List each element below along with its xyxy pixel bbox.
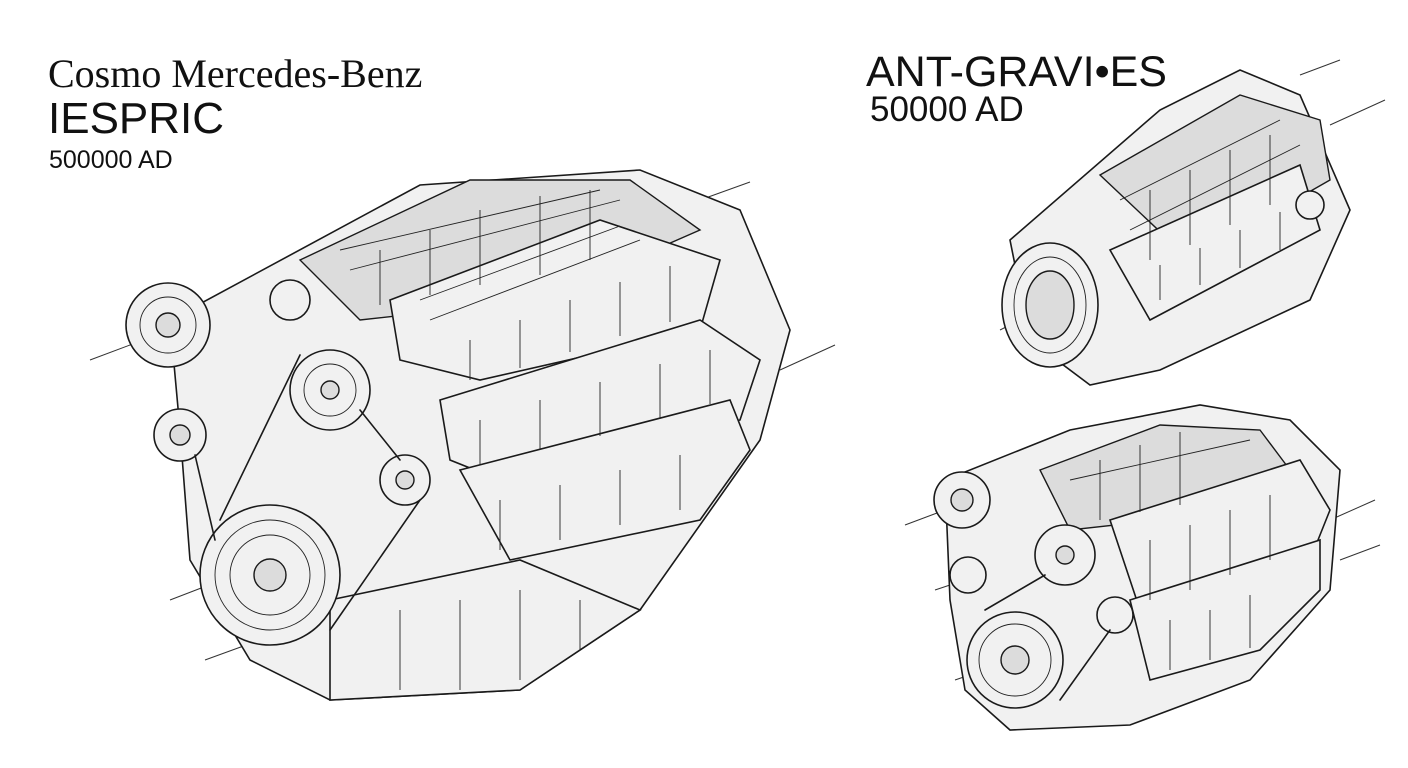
large-engine-drawing — [89, 169, 836, 701]
left-era-label: 500000 AD — [49, 146, 173, 174]
top-right-engine-drawing — [999, 59, 1386, 386]
bottom-right-engine-drawing — [904, 404, 1381, 731]
right-era-label: 50000 AD — [870, 90, 1024, 129]
right-title: ANT-GRAVI•ES — [866, 48, 1167, 96]
left-model-name: IESPRIC — [48, 94, 225, 143]
left-brand-title: Cosmo Mercedes-Benz — [48, 51, 423, 96]
